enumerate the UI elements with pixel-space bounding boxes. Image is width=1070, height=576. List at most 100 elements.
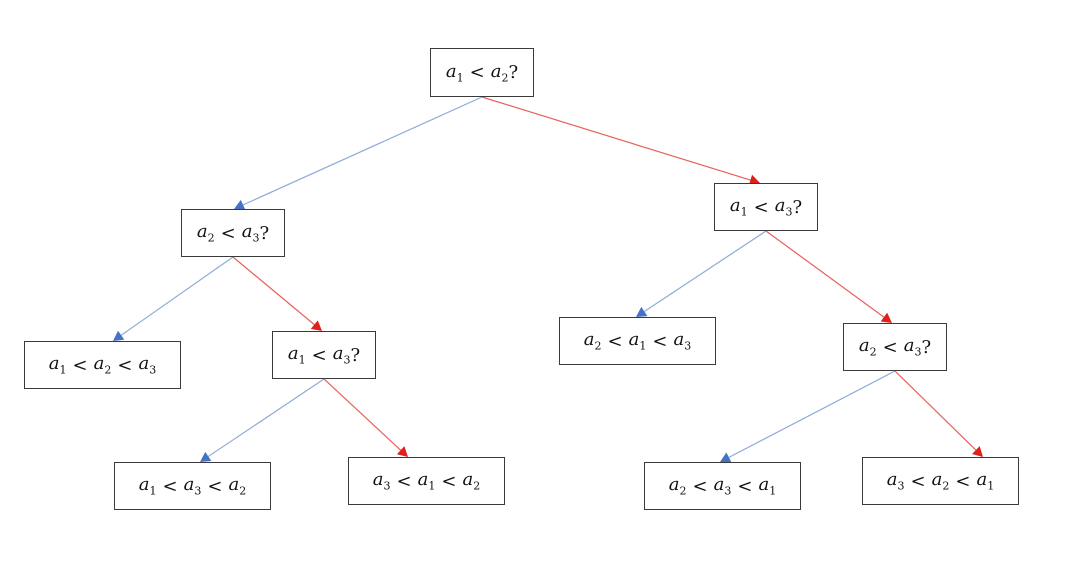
arrowhead-no-r (748, 174, 760, 186)
question-mark: ? (792, 196, 803, 218)
less-than-symbol: < (72, 354, 88, 376)
variable-subscript: 2 (207, 231, 215, 245)
variable-term: a2 (491, 61, 509, 85)
variable-term: a1 (418, 469, 436, 493)
variable-name: a (93, 353, 105, 375)
variable-term: a2 (462, 469, 480, 493)
variable-term: a2 (859, 335, 877, 359)
variable-term: a2 (932, 469, 950, 493)
variable-subscript: 3 (897, 479, 905, 493)
arrowhead-no-lr (310, 320, 322, 331)
variable-name: a (886, 469, 898, 491)
arrowhead-yes-lrl (200, 451, 212, 462)
comparison-node-rr: a2<a3? (843, 323, 947, 371)
arrowhead-no-rr (880, 312, 892, 323)
result-node-rl: a2<a1<a3 (559, 317, 716, 365)
less-than-symbol: < (753, 196, 769, 218)
less-than-symbol: < (220, 222, 236, 244)
less-than-symbol: < (441, 470, 457, 492)
variable-name: a (332, 343, 344, 365)
less-than-symbol: < (311, 344, 327, 366)
result-node-ll: a1<a2<a3 (24, 341, 181, 389)
variable-subscript: 2 (239, 484, 247, 498)
edge-no-r-to-rr (765, 230, 885, 318)
less-than-symbol: < (162, 475, 178, 497)
less-than-symbol: < (652, 330, 668, 352)
variable-subscript: 2 (594, 339, 602, 353)
variable-subscript: 2 (679, 484, 687, 498)
variable-name: a (976, 469, 988, 491)
variable-name: a (583, 329, 595, 351)
variable-name: a (774, 195, 786, 217)
variable-term: a1 (758, 474, 776, 498)
variable-subscript: 1 (298, 353, 306, 367)
variable-term: a3 (673, 329, 691, 353)
variable-name: a (713, 474, 725, 496)
variable-name: a (628, 329, 640, 351)
less-than-symbol: < (955, 470, 971, 492)
edge-no-root-to-r (481, 96, 751, 181)
variable-subscript: 3 (785, 205, 793, 219)
less-than-symbol: < (607, 330, 623, 352)
variable-name: a (858, 335, 870, 357)
variable-term: a1 (730, 195, 748, 219)
variable-subscript: 3 (149, 363, 157, 377)
arrowhead-yes-rl (636, 306, 648, 317)
comparison-node-l: a2<a3? (181, 209, 285, 257)
variable-subscript: 1 (456, 71, 464, 85)
variable-term: a1 (288, 343, 306, 367)
variable-name: a (241, 221, 253, 243)
result-node-rrr: a3<a2<a1 (862, 457, 1019, 505)
variable-name: a (183, 474, 195, 496)
variable-subscript: 3 (914, 345, 922, 359)
variable-name: a (138, 353, 150, 375)
variable-name: a (490, 60, 502, 82)
less-than-symbol: < (882, 336, 898, 358)
edge-no-l-to-lr (232, 256, 315, 326)
variable-name: a (729, 195, 741, 217)
variable-name: a (372, 469, 384, 491)
edge-yes-lr-to-lrl (207, 378, 325, 457)
variable-term: a3 (138, 353, 156, 377)
edge-yes-l-to-ll (120, 256, 234, 336)
variable-subscript: 1 (428, 479, 436, 493)
variable-term: a1 (446, 61, 464, 85)
result-node-lrr: a3<a1<a2 (348, 457, 505, 505)
arrowhead-yes-l (234, 199, 246, 210)
variable-subscript: 3 (684, 339, 692, 353)
comparison-node-lr: a1<a3? (272, 331, 376, 379)
variable-subscript: 1 (740, 205, 748, 219)
question-mark: ? (350, 344, 361, 366)
variable-term: a2 (584, 329, 602, 353)
variable-subscript: 3 (252, 231, 260, 245)
edge-no-rr-to-rrr (894, 370, 977, 451)
variable-subscript: 3 (724, 484, 732, 498)
variable-subscript: 3 (383, 479, 391, 493)
variable-subscript: 3 (343, 353, 351, 367)
variable-name: a (48, 353, 60, 375)
less-than-symbol: < (207, 475, 223, 497)
less-than-symbol: < (737, 475, 753, 497)
arrowhead-yes-rrl (720, 452, 732, 463)
variable-term: a3 (887, 469, 905, 493)
variable-term: a2 (94, 353, 112, 377)
variable-name: a (196, 221, 208, 243)
variable-subscript: 1 (987, 479, 995, 493)
variable-term: a3 (775, 195, 793, 219)
variable-term: a3 (184, 474, 202, 498)
variable-term: a3 (904, 335, 922, 359)
variable-subscript: 1 (149, 484, 157, 498)
less-than-symbol: < (396, 470, 412, 492)
variable-subscript: 2 (501, 71, 509, 85)
variable-name: a (673, 329, 685, 351)
variable-name: a (462, 469, 474, 491)
variable-term: a3 (714, 474, 732, 498)
variable-name: a (668, 474, 680, 496)
variable-subscript: 2 (869, 345, 877, 359)
variable-subscript: 2 (104, 363, 112, 377)
variable-name: a (417, 469, 429, 491)
variable-term: a2 (197, 221, 215, 245)
arrowhead-no-lrr (396, 446, 408, 457)
question-mark: ? (259, 222, 270, 244)
